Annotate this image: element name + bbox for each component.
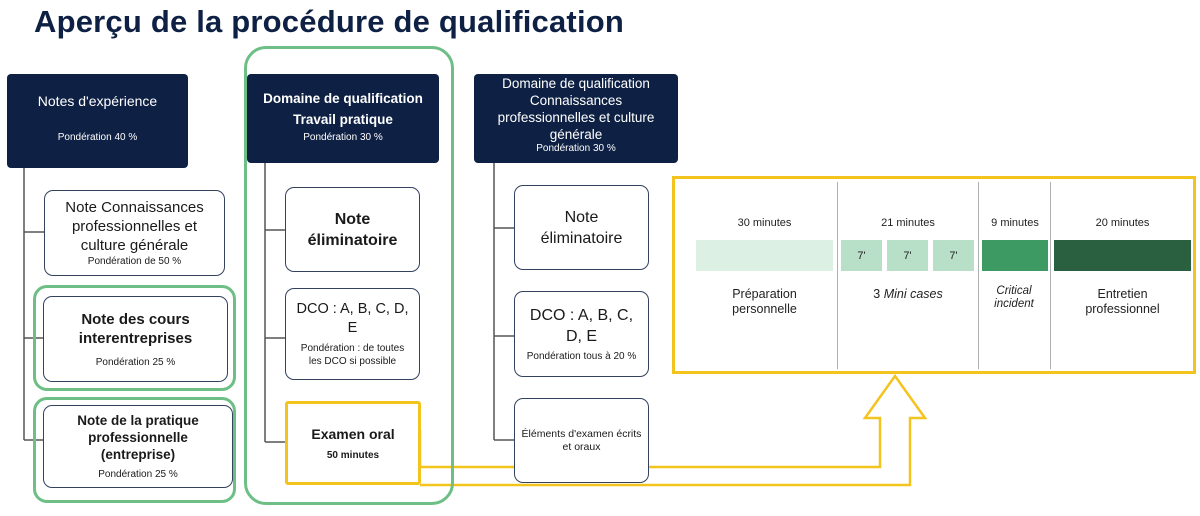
col3-header-line3: professionnelles et culture (497, 110, 655, 125)
col3-card-elements: Éléments d'examen écrits et oraux (514, 398, 649, 483)
timeline-separator-1 (837, 182, 838, 369)
col3-card-dco: DCO : A, B, C, D, E Pondération tous à 2… (514, 291, 649, 377)
seg3-bar (982, 240, 1048, 271)
timeline-separator-3 (1050, 182, 1051, 369)
col3-card-eliminatoire: Note éliminatoire (514, 185, 649, 270)
col3-header-weight: Pondération 30 % (536, 143, 616, 154)
col2-card3-duration: 50 minutes (326, 449, 380, 461)
col1-card1-line1: Note Connaissances (65, 199, 204, 216)
col2-card3-title: Examen oral (311, 425, 395, 442)
col2-card2-line2: E (347, 320, 358, 336)
seg2-box-2: 7' (887, 240, 928, 271)
col2-header-line1: Domaine de qualification (263, 91, 423, 106)
col2-card-examen-oral: Examen oral 50 minutes (285, 401, 421, 485)
seg2-box-1: 7' (841, 240, 882, 271)
col1-card3-line1: Note de la pratique (77, 413, 199, 428)
col3-header-line1: Domaine de qualification (502, 76, 650, 91)
col3-card2-line2: D, E (565, 328, 598, 345)
col2-header-weight: Pondération 30 % (303, 132, 383, 143)
seg3-label-line1: Critical (996, 285, 1032, 297)
seg4-duration: 20 minutes (1095, 217, 1150, 229)
col2-card2-line1: DCO : A, B, C, D, (296, 301, 409, 317)
seg3-duration: 9 minutes (991, 217, 1039, 229)
col2-card-dco: DCO : A, B, C, D, E Pondération : de tou… (285, 288, 420, 380)
seg1-label: Préparation personnelle (696, 287, 833, 317)
seg1-label-line1: Préparation (732, 287, 797, 301)
col1-card-pratique: Note de la pratique professionnelle (ent… (43, 405, 233, 488)
col2-card1-line1: Note (334, 210, 371, 228)
seg2-duration: 21 minutes (881, 217, 935, 229)
col1-card2-line1: Note des cours (81, 310, 190, 328)
col3-header-line2: Connaissances (529, 93, 623, 108)
seg3-label-line2: incident (994, 298, 1034, 310)
timeline-separator-2 (978, 182, 979, 369)
col1-card-interentreprises: Note des cours interentreprises Pondérat… (43, 296, 228, 382)
col3-header: Domaine de qualification Connaissances p… (474, 74, 678, 163)
page-title: Aperçu de la procédure de qualification (34, 4, 625, 39)
col3-card3-line1: Éléments d'examen écrits (521, 427, 642, 440)
seg1-bar (696, 240, 833, 271)
seg2-box-3: 7' (933, 240, 974, 271)
col1-card-knowledge: Note Connaissances professionnelles et c… (44, 190, 225, 276)
col2-card2-weight2: les DCO si possible (308, 356, 397, 367)
col1-header-title: Notes d'expérience (37, 93, 158, 109)
col1-card2-weight: Pondération 25 % (95, 356, 176, 368)
col1-header: Notes d'expérience Pondération 40 % (7, 74, 188, 168)
col1-card1-weight: Pondération de 50 % (87, 256, 182, 267)
seg4-bar (1054, 240, 1191, 271)
col3-card2-line1: DCO : A, B, C, (529, 307, 634, 324)
col2-card2-weight1: Pondération : de toutes (300, 343, 405, 354)
yellow-arrow (418, 373, 928, 487)
col1-card3-line2: professionnelle (88, 430, 188, 445)
col2-card-eliminatoire: Note éliminatoire (285, 187, 420, 272)
seg1-duration: 30 minutes (737, 217, 792, 229)
col1-card1-line3: culture générale (80, 237, 189, 254)
col3-header-line4: générale (549, 127, 603, 142)
col2-green-outline (244, 46, 454, 505)
col1-card2-line2: interentreprises (78, 329, 193, 347)
seg4-label-line1: Entretien (1097, 287, 1148, 301)
oral-exam-timeline (672, 176, 1196, 374)
col1-card1-line2: professionnelles et (71, 218, 198, 235)
seg4-label-line2: professionnel (1085, 302, 1160, 316)
col1-card3-line3: (entreprise) (100, 447, 176, 462)
col2-card1-line2: éliminatoire (307, 231, 398, 249)
seg2-label: 3 Mini cases (841, 287, 975, 302)
seg2-label-prefix: 3 (873, 287, 884, 301)
seg2-label-italic: Mini cases (883, 287, 943, 301)
col1-header-weight: Pondération 40 % (57, 132, 138, 143)
col1-green-outline-2 (33, 397, 236, 503)
col3-card2-weight: Pondération tous à 20 % (526, 351, 637, 362)
col1-green-outline-1 (33, 285, 236, 391)
col2-header: Domaine de qualification Travail pratiqu… (247, 74, 439, 163)
col3-card3-line2: et oraux (562, 440, 601, 453)
col3-card1-line2: éliminatoire (540, 229, 623, 247)
col3-card1-line1: Note (564, 208, 599, 226)
seg4-label: Entretien professionnel (1054, 287, 1191, 317)
seg3-label: Critical incident (978, 285, 1050, 311)
col1-card3-weight: Pondération 25 % (98, 469, 178, 480)
seg1-label-line2: personnelle (732, 302, 797, 316)
col2-header-line2: Travail pratique (293, 112, 393, 127)
